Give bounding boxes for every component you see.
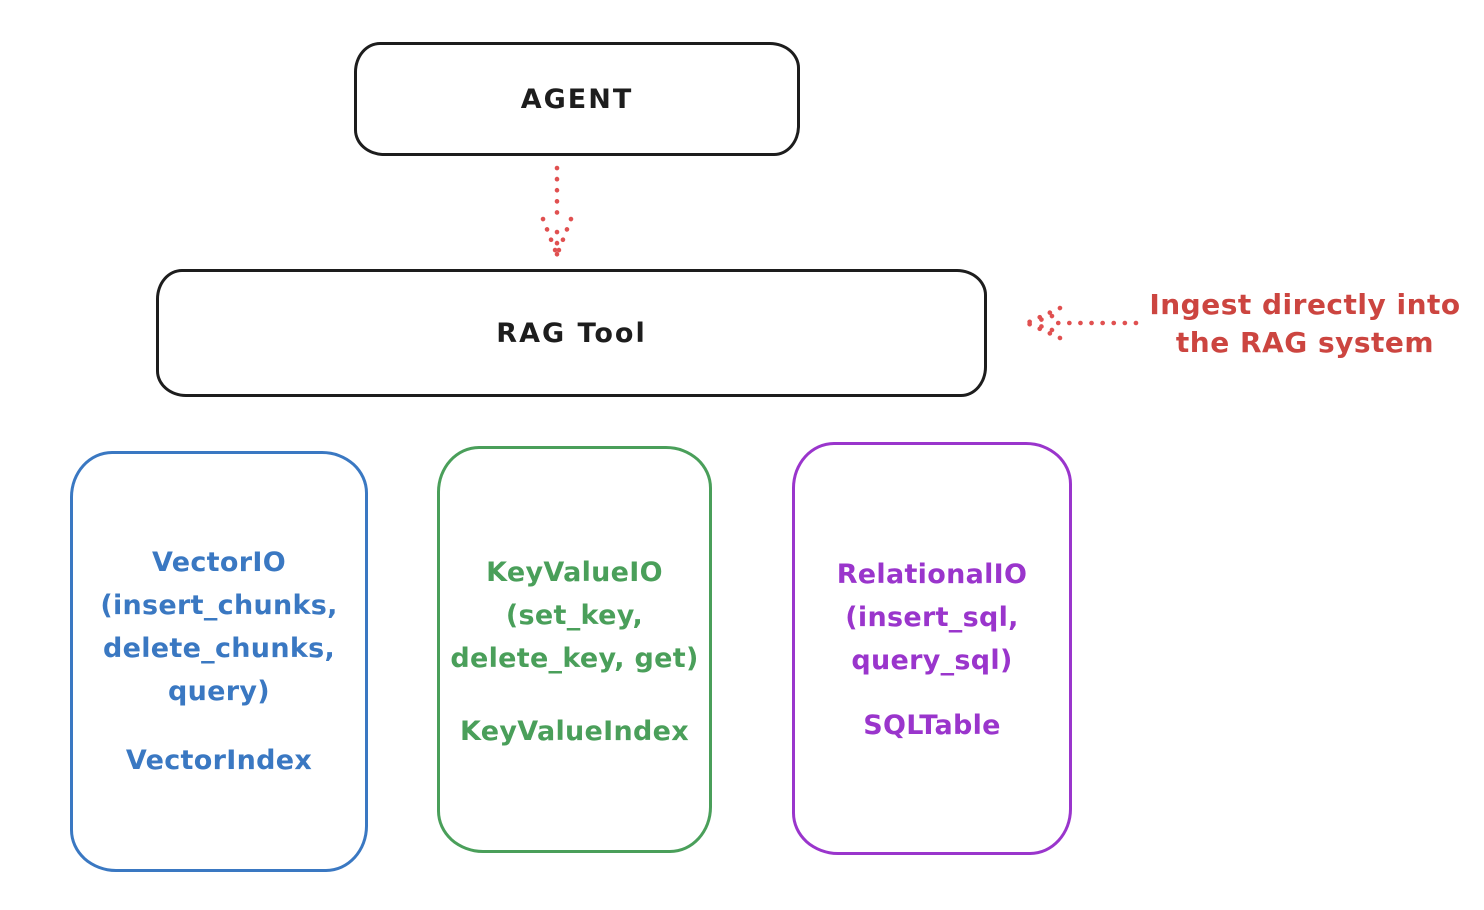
store-line: (insert_chunks, xyxy=(100,590,338,621)
arrow-head-right xyxy=(554,216,574,258)
store-line: (set_key, xyxy=(505,600,644,631)
rag-tool-label: RAG Tool xyxy=(496,317,647,349)
keyvalue-index-label: KeyValueIndex xyxy=(459,716,689,747)
arrow-head-inner-top xyxy=(1028,313,1055,326)
relational-io-node[interactable]: RelationalIO (insert_sql, query_sql) SQL… xyxy=(792,442,1072,855)
store-line: query_sql) xyxy=(851,645,1013,676)
sql-table-label: SQLTable xyxy=(863,710,1001,741)
agent-to-rag-arrow[interactable] xyxy=(533,162,581,264)
vector-io-node[interactable]: VectorIO (insert_chunks, delete_chunks, … xyxy=(70,451,368,872)
arrow-head-left xyxy=(540,216,560,258)
vector-index-label: VectorIndex xyxy=(125,745,313,776)
ingest-annotation-line1: Ingest directly into xyxy=(1149,288,1461,321)
arrow-head-inner-bottom xyxy=(1028,320,1055,333)
ingest-annotation: Ingest directly into the RAG system xyxy=(1135,286,1475,362)
vector-io-text: VectorIO (insert_chunks, delete_chunks, … xyxy=(73,454,365,782)
store-line: delete_chunks, xyxy=(102,633,336,664)
store-line: RelationalIO xyxy=(836,559,1028,590)
store-line: delete_key, get) xyxy=(450,643,699,674)
keyvalue-io-node[interactable]: KeyValueIO (set_key, delete_key, get) Ke… xyxy=(437,446,712,853)
store-line: KeyValueIO xyxy=(486,557,663,588)
ingest-arrow[interactable] xyxy=(1018,301,1142,345)
relational-io-text: RelationalIO (insert_sql, query_sql) SQL… xyxy=(795,445,1069,747)
arrow-head-bottom xyxy=(1024,320,1063,341)
store-line: (insert_sql, xyxy=(845,602,1019,633)
ingest-annotation-line2: the RAG system xyxy=(1175,326,1435,359)
store-line: query) xyxy=(168,676,270,707)
arrow-head-top xyxy=(1024,305,1063,326)
agent-node[interactable]: AGENT xyxy=(354,42,800,156)
rag-tool-node[interactable]: RAG Tool xyxy=(156,269,987,397)
store-line: VectorIO xyxy=(152,547,286,578)
agent-label: AGENT xyxy=(520,83,634,115)
keyvalue-io-text: KeyValueIO (set_key, delete_key, get) Ke… xyxy=(440,449,709,753)
